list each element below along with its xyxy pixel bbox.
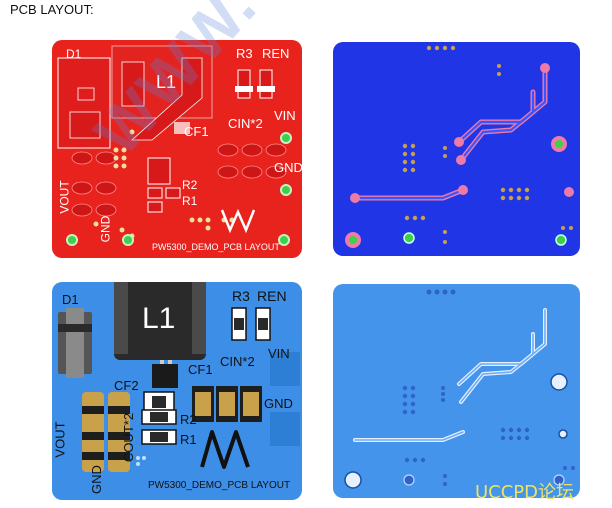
silkscreen-artwork bbox=[58, 282, 300, 472]
gnd-right-label: GND bbox=[274, 160, 302, 175]
silk-cout-label: COUT*2 bbox=[121, 412, 137, 463]
ren-label: REN bbox=[262, 46, 290, 61]
r2-label: R2 bbox=[182, 178, 198, 192]
silk-cf1-label: CF1 bbox=[188, 362, 213, 377]
top-layer-board: D1 L1 R3 REN CF1 CIN*2 VIN GND R2 R1 VOU… bbox=[52, 40, 302, 258]
page-heading: PCB LAYOUT: bbox=[10, 2, 94, 17]
top-layer-artwork bbox=[57, 45, 292, 246]
bottom-layer-board bbox=[333, 42, 580, 256]
silk-r3-label: R3 bbox=[232, 288, 250, 304]
vin-label: VIN bbox=[274, 108, 296, 123]
r3-label: R3 bbox=[236, 46, 253, 61]
silkscreen-board: D1 L1 R3 REN CF1 CIN*2 VIN GND CF2 R2 R1… bbox=[52, 282, 302, 500]
silk-r2-label: R2 bbox=[180, 412, 197, 427]
silk-l1-label: L1 bbox=[142, 302, 176, 335]
r1-label: R1 bbox=[182, 194, 198, 208]
silk-cf2-label: CF2 bbox=[114, 378, 139, 393]
bottom-view-artwork bbox=[344, 289, 575, 489]
footer-label: PW5300_DEMO_PCB LAYOUT bbox=[152, 242, 280, 252]
silk-vin-label: VIN bbox=[268, 346, 290, 361]
silk-ren-label: REN bbox=[257, 288, 287, 304]
cin-label: CIN*2 bbox=[228, 116, 263, 131]
silk-cin-label: CIN*2 bbox=[220, 354, 255, 369]
silk-gnd-right-label: GND bbox=[264, 396, 293, 411]
bottom-view-board bbox=[333, 284, 580, 498]
silk-vout-label: VOUT bbox=[52, 421, 68, 458]
silk-r1-label: R1 bbox=[180, 432, 197, 447]
silk-d1-label: D1 bbox=[62, 292, 79, 307]
d1-label: D1 bbox=[66, 47, 82, 61]
cf-label: CF1 bbox=[184, 124, 209, 139]
silk-footer-label: PW5300_DEMO_PCB LAYOUT bbox=[148, 480, 291, 491]
bottom-layer-artwork bbox=[345, 45, 574, 248]
gnd-bottom-label: GND bbox=[98, 215, 113, 243]
forum-watermark: UCCPD论坛 bbox=[475, 482, 575, 503]
silk-gnd-bottom-label: GND bbox=[88, 465, 104, 494]
l1-label: L1 bbox=[156, 72, 177, 92]
vout-label: VOUT bbox=[57, 180, 72, 214]
